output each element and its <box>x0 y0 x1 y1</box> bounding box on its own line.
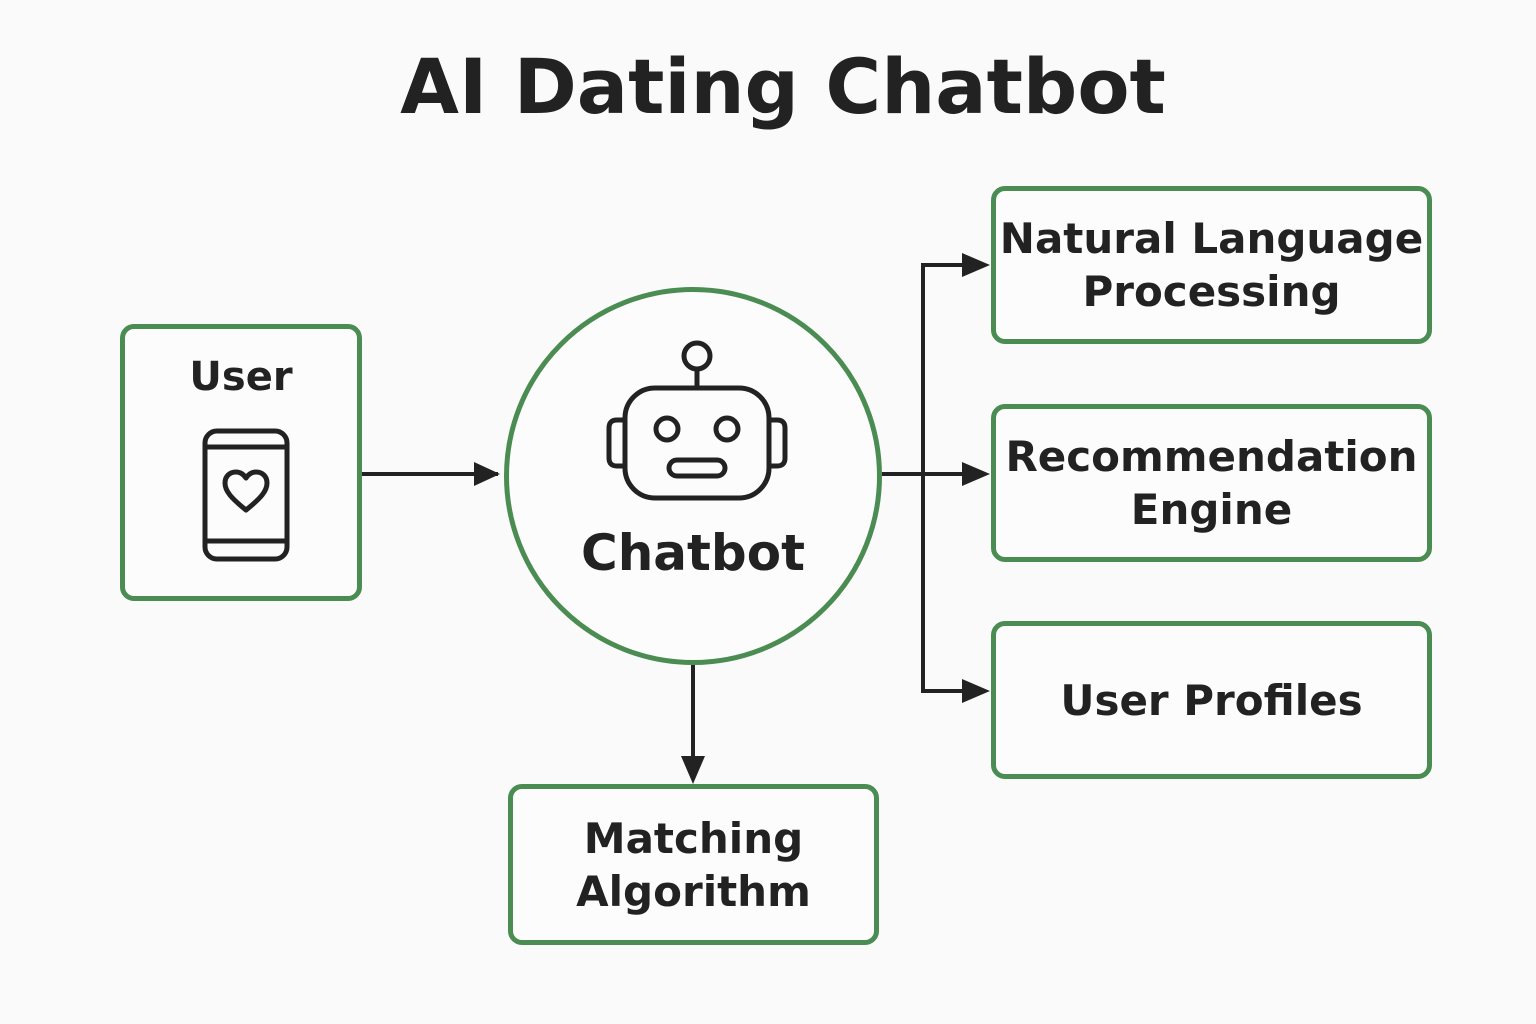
recommendation-engine-node-label: Recommendation Engine <box>1005 430 1417 536</box>
nlp-node-label-line2: Processing <box>1082 267 1341 316</box>
matching-algorithm-node-label: Matching Algorithm <box>576 812 811 918</box>
chatbot-node-label: Chatbot <box>581 524 805 582</box>
robot-icon <box>606 340 788 501</box>
recommendation-engine-label-line1: Recommendation <box>1005 432 1418 481</box>
user-profiles-node-label: User Profiles <box>1060 675 1363 725</box>
diagram-title: AI Dating Chatbot <box>400 42 1166 131</box>
arrow-chatbot-to-nlp-head <box>962 253 990 277</box>
nlp-node-label-line1: Natural Language <box>999 214 1424 263</box>
arrow-chatbot-to-matching-head <box>681 756 705 784</box>
recommendation-engine-node: Recommendation Engine <box>991 404 1432 562</box>
user-profiles-node: User Profiles <box>991 621 1432 779</box>
user-node: User <box>120 324 362 601</box>
arrow-user-to-chatbot-head <box>474 462 500 486</box>
matching-algorithm-node: Matching Algorithm <box>508 784 879 945</box>
matching-algorithm-label-line2: Algorithm <box>576 866 811 916</box>
nlp-node-label: Natural Language Processing <box>1000 212 1423 318</box>
matching-algorithm-label-line1: Matching <box>583 813 804 863</box>
recommendation-engine-label-line2: Engine <box>1130 485 1293 534</box>
arrow-chatbot-to-recommendation-head <box>962 462 990 486</box>
phone-heart-icon <box>202 428 290 562</box>
chatbot-node: Chatbot <box>504 287 882 665</box>
nlp-node: Natural Language Processing <box>991 186 1432 344</box>
arrow-chatbot-to-profiles-head <box>962 679 990 703</box>
user-node-label: User <box>189 354 293 400</box>
